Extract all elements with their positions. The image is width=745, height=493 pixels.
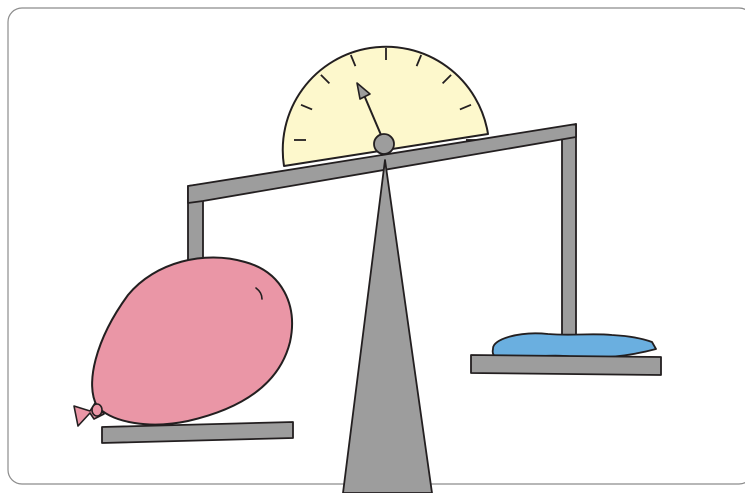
balloon-neck-ring — [91, 403, 103, 417]
balance-stand — [342, 159, 433, 493]
balance-beam — [187, 123, 577, 204]
gauge-tick — [415, 54, 423, 67]
gauge-tick — [349, 54, 357, 67]
gauge-tick — [441, 74, 452, 85]
gauge-tick — [459, 103, 472, 111]
pivot-knob — [373, 133, 395, 155]
gauge-tick — [300, 103, 313, 111]
left-pan-group — [73, 256, 294, 444]
gauge-dial — [281, 45, 489, 167]
needle-arrow-icon — [356, 82, 371, 100]
gauge-tick — [320, 74, 331, 85]
balloon-highlight — [255, 287, 263, 300]
inflated-balloon — [91, 256, 294, 426]
right-hanger-arm — [561, 123, 577, 340]
right-pan-group — [470, 332, 662, 376]
right-pan — [470, 354, 662, 376]
left-pan — [101, 421, 294, 444]
gauge-face — [281, 45, 489, 167]
